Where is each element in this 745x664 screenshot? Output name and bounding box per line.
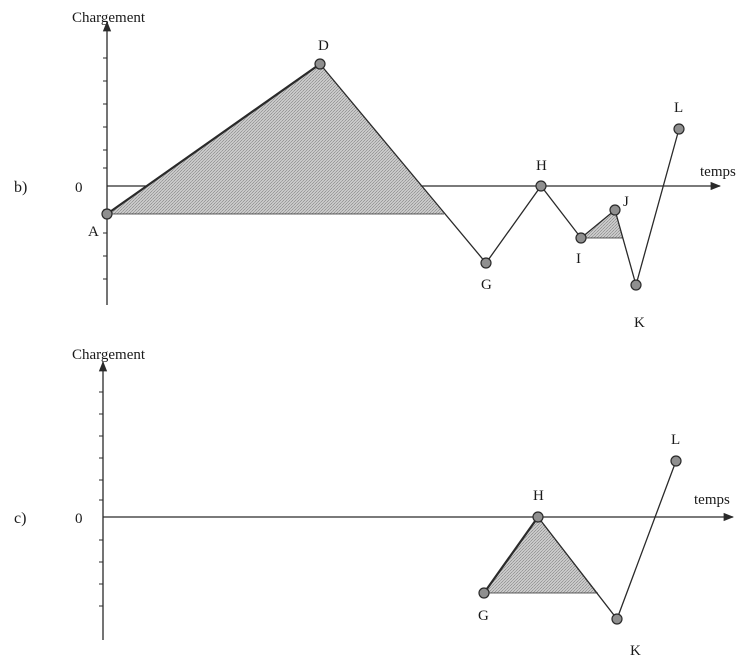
panel-b-marker-I (575, 232, 587, 244)
panel-b-point-label-H: H (536, 158, 547, 174)
panel-c-marker-K (611, 613, 623, 625)
panel-b-point-label-I: I (576, 251, 581, 267)
panel-b-y-axis-title: Chargement (72, 10, 146, 26)
panel-b-marker-G (480, 257, 492, 269)
panel-c-point-label-L: L (671, 432, 680, 448)
panel-c-marker-L (670, 455, 682, 467)
panel-b-marker-A (101, 208, 113, 220)
panel-b-marker-H (535, 180, 547, 192)
panel-b-point-label-K: K (634, 315, 645, 331)
panel-b: b) 0 Chargement temps (14, 10, 736, 331)
panel-c-marker-H (532, 511, 544, 523)
panel-b-point-label-D: D (318, 38, 329, 54)
panel-b-point-label-A: A (88, 224, 99, 240)
panel-b-zero-label: 0 (75, 180, 83, 196)
panel-c-x-axis-title: temps (694, 492, 730, 508)
panel-b-x-axis-title: temps (700, 164, 736, 180)
panel-b-y-ticks (103, 57, 107, 280)
panel-c-marker-G (478, 587, 490, 599)
panel-b-point-label-J: J (623, 194, 629, 210)
panel-b-cycle-ADA (107, 64, 444, 214)
panel-c-load-path (537, 460, 677, 621)
panel-c-y-ticks (99, 391, 103, 607)
panel-b-segment-AD (106, 63, 321, 215)
panel-c-label: c) (14, 510, 26, 527)
panel-c: c) 0 Chargement temps (14, 347, 735, 659)
panel-c-point-label-K: K (630, 643, 641, 659)
panel-b-point-label-L: L (674, 100, 683, 116)
panel-c-point-label-H: H (533, 488, 544, 504)
panel-b-marker-K (630, 279, 642, 291)
panel-b-cycle-IJ (581, 210, 623, 238)
panel-c-zero-label: 0 (75, 511, 83, 527)
panel-b-marker-D (314, 58, 326, 70)
panel-c-segment-GH (483, 516, 539, 594)
panel-c-point-label-G: G (478, 608, 489, 624)
panel-b-point-label-G: G (481, 277, 492, 293)
panel-b-marker-J (609, 204, 621, 216)
panel-b-marker-L (673, 123, 685, 135)
panel-c-cycle-GH (484, 517, 598, 593)
panel-c-y-axis-title: Chargement (72, 347, 146, 363)
panel-b-label: b) (14, 179, 27, 196)
